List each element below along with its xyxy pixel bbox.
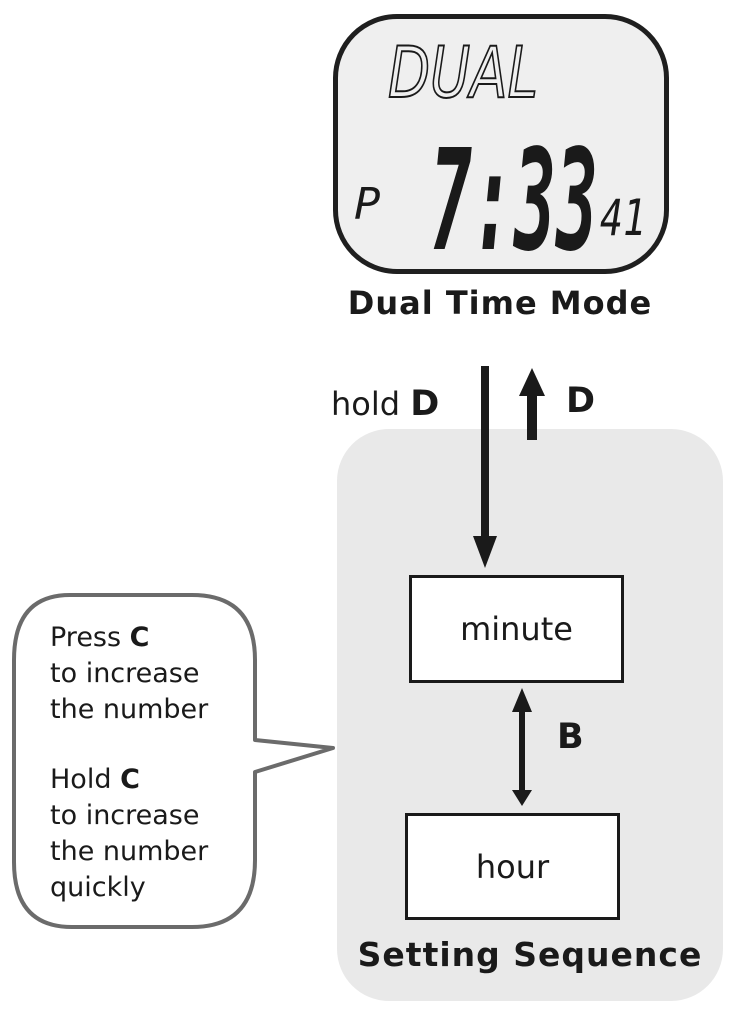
d-arrow-up <box>519 368 545 440</box>
hold-word: hold <box>331 385 401 423</box>
setting-sequence-title: Setting Sequence <box>357 935 703 974</box>
hold-line-3: the number <box>50 836 209 867</box>
lcd-digits: DUAL P 7:33 41 <box>354 31 646 269</box>
hold-key-d: D <box>410 384 440 424</box>
step-minute: minute <box>409 575 624 683</box>
lcd-mode-text: DUAL <box>388 32 538 114</box>
hold-line-2: to increase <box>50 800 200 831</box>
hold-d-arrow-down <box>473 366 497 568</box>
step-hour: hour <box>405 813 620 920</box>
cycle-key-b: B <box>557 717 584 757</box>
watch-lcd-display: DUAL P 7:33 41 <box>333 14 669 274</box>
hold-d-label: hold D <box>331 384 439 424</box>
callout-press-instruction: Press C to increase the number <box>50 620 208 728</box>
press-line-2: to increase <box>50 658 200 689</box>
lcd-time: 7:33 <box>430 120 598 269</box>
callout-bubble <box>12 593 335 929</box>
press-word: Press <box>50 622 122 653</box>
lcd-seconds: 41 <box>600 189 646 247</box>
b-double-arrow <box>512 688 532 806</box>
return-key-d: D <box>566 381 596 421</box>
lcd-ampm-indicator: P <box>354 179 381 230</box>
mode-title: Dual Time Mode <box>347 284 653 322</box>
hold-line-4: quickly <box>50 872 146 903</box>
press-key-c: C <box>129 622 150 653</box>
hold-c-word: Hold <box>50 764 112 795</box>
press-line-3: the number <box>50 694 209 725</box>
callout-hold-instruction: Hold C to increase the number quickly <box>50 762 208 906</box>
hold-key-c: C <box>120 764 140 795</box>
